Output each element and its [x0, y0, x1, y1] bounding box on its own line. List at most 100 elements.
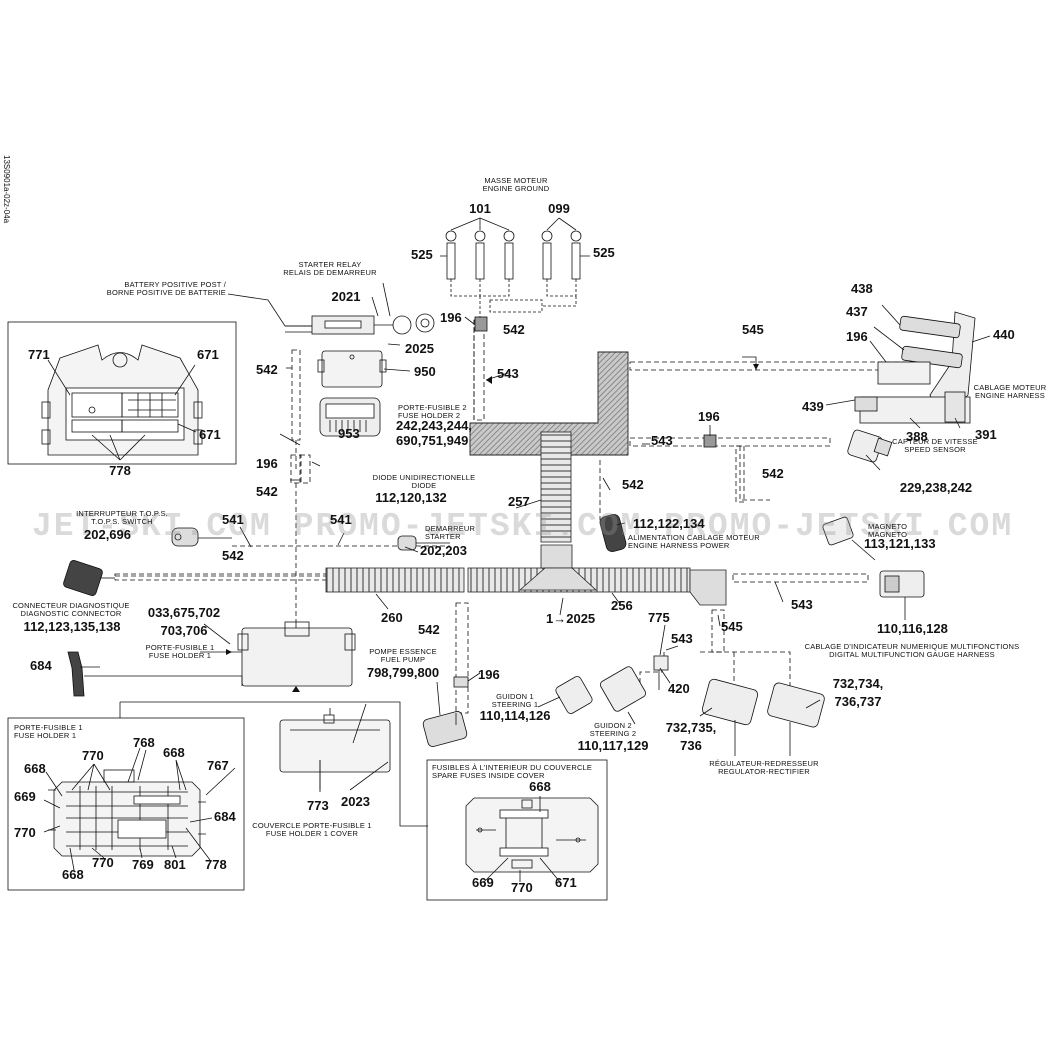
fuse-callout-801: 801: [164, 857, 186, 872]
steering-2-connector: [599, 666, 647, 712]
harness-power-connector: [599, 513, 627, 553]
inset-callout-778: 778: [109, 463, 131, 478]
fuse-holder-1-cover: [279, 719, 391, 773]
callout-684-a: 684: [30, 658, 52, 673]
callout-099: 099: [548, 201, 570, 216]
callout-257: 257: [508, 494, 530, 509]
regulator-b-parts-2: 736,737: [834, 694, 882, 709]
battery-post-label: BATTERY POSITIVE POST /BORNE POSITIVE DE…: [106, 280, 226, 297]
callout-196-a: 196: [440, 310, 462, 325]
speed-sensor-parts: 229,238,242: [899, 480, 973, 495]
fuse-callout-768: 768: [133, 735, 155, 750]
callout-541-a: 541: [222, 512, 244, 527]
callout-256: 256: [611, 598, 633, 613]
callout-101: 101: [469, 201, 491, 216]
diag-connector-parts: 112,123,135,138: [23, 619, 121, 634]
steering-1-parts: 110,114,126: [479, 708, 551, 723]
magneto-connector: [822, 516, 854, 546]
fuse-holder-2: [317, 350, 387, 437]
callout-196-b: 196: [846, 329, 868, 344]
fuel-pump-parts: 798,799,800: [366, 665, 440, 680]
fuse-holder-2-parts-2: 690,751,949: [396, 433, 469, 448]
steering-1-connector: [555, 676, 593, 714]
callout-545-a: 545: [742, 322, 764, 337]
spare-callout-671: 671: [555, 875, 577, 890]
fuse-callout-767: 767: [207, 758, 229, 773]
callout-542-f: 542: [222, 548, 244, 563]
callout-542-d: 542: [622, 477, 644, 492]
inset-callout-771: 771: [28, 347, 50, 362]
fuse-callout-668-b: 668: [24, 761, 46, 776]
callout-542-b: 542: [256, 362, 278, 377]
inset-fuse-box-top: [7, 321, 237, 465]
callout-543-a: 543: [497, 366, 519, 381]
tops-switch-parts: 202,696: [84, 527, 131, 542]
callout-2023: 2023: [341, 794, 370, 809]
callout-775: 775: [648, 610, 670, 625]
callout-2025: 2025: [405, 341, 434, 356]
callout-438: 438: [851, 281, 873, 296]
spare-callout-669: 669: [472, 875, 494, 890]
callout-543-b: 543: [651, 433, 673, 448]
regulator-connector-a: [701, 678, 759, 726]
fuse-callout-770-b: 770: [14, 825, 36, 840]
spare-callout-770: 770: [511, 880, 533, 895]
inset-callout-671-b: 671: [199, 427, 221, 442]
regulator-connector-b: [767, 682, 825, 728]
diagnostic-connector: [63, 560, 103, 596]
inset-fuse-holder-1: [7, 717, 245, 891]
callout-196-e: 196: [478, 667, 500, 682]
conduit-257: [540, 431, 572, 543]
callout-439: 439: [802, 399, 824, 414]
callout-542-g: 542: [418, 622, 440, 637]
callout-542-e: 542: [256, 484, 278, 499]
harness-power-parts: 112,122,134: [633, 516, 705, 531]
engine-harness-connectors: [854, 311, 976, 424]
callout-773: 773: [307, 798, 329, 813]
regulator-a-parts-1: 732,735,: [665, 720, 717, 735]
callout-391: 391: [975, 427, 997, 442]
watermark: JET-SKI.COM PROMO-JETSKI.COM PROMO-JETSK…: [32, 508, 1014, 545]
fuse-callout-770-a: 770: [82, 748, 104, 763]
starter-relay: [227, 282, 435, 335]
fuse-callout-770-c: 770: [92, 855, 114, 870]
callout-953: 953: [338, 426, 360, 441]
steering-2-parts: 110,117,129: [577, 738, 649, 753]
diode-parts: 112,120,132: [375, 490, 447, 505]
callout-525-left: 525: [411, 247, 433, 262]
regulator-b-parts-1: 732,734,: [832, 676, 884, 691]
gauge-harness-label: CABLAGE D'INDICATEUR NUMERIQUE MULTIFONC…: [804, 642, 1020, 659]
fuse-callout-668-a: 668: [163, 745, 185, 760]
relay-684: [67, 651, 85, 697]
tops-switch-label: INTERRUPTEUR T.O.P.S.T.O.P.S. SWITCH: [76, 509, 168, 526]
fuel-pump-connector: [422, 711, 468, 747]
tops-switch: [171, 527, 199, 547]
inset-callout-671-a: 671: [197, 347, 219, 362]
callout-388: 388: [906, 429, 928, 444]
callout-196-d: 196: [256, 456, 278, 471]
callout-260: 260: [381, 610, 403, 625]
callout-2021: 2021: [331, 289, 361, 304]
callout-542-c: 542: [762, 466, 784, 481]
fuse-holder-2-parts-1: 242,243,244,: [396, 418, 472, 433]
gauge-harness-parts: 110,116,128: [877, 621, 948, 636]
inset-spare-fuses: [426, 759, 608, 901]
callout-420: 420: [668, 681, 690, 696]
fuse-holder-1-parts-1: 033,675,702: [147, 605, 221, 620]
